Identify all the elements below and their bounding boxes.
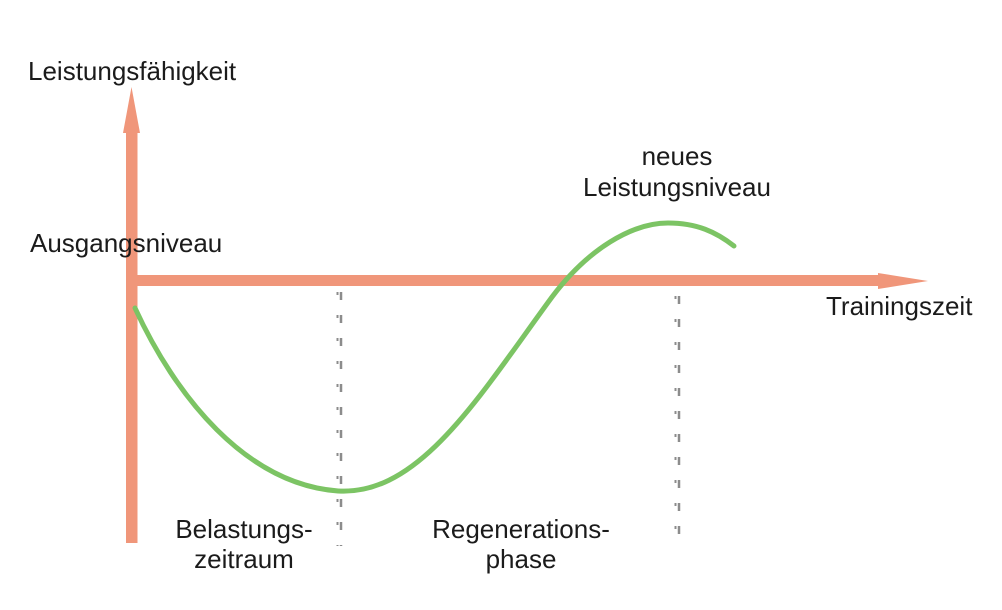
- performance-curve: [132, 220, 737, 494]
- axes-arrows-shape: [123, 87, 928, 543]
- baseline-label: Ausgangsniveau: [30, 228, 223, 258]
- new-level-label-line1: neues: [641, 141, 713, 171]
- x-axis-label: Trainingszeit: [826, 291, 973, 321]
- load-phase-label-line2: zeitraum: [194, 544, 294, 574]
- new-level-label: neues Leistungsniveau: [557, 141, 797, 203]
- load-phase-label-line1: Belastungs-: [175, 514, 313, 544]
- new-level-label-line2: Leistungsniveau: [583, 172, 771, 202]
- regeneration-phase-label-line1: Regenerations-: [432, 514, 610, 544]
- regeneration-phase-label-line2: phase: [485, 544, 557, 574]
- load-phase-label: Belastungs- zeitraum: [124, 514, 364, 574]
- regeneration-phase-label: Regenerations- phase: [401, 514, 641, 574]
- y-axis-label: Leistungsfähigkeit: [28, 56, 237, 86]
